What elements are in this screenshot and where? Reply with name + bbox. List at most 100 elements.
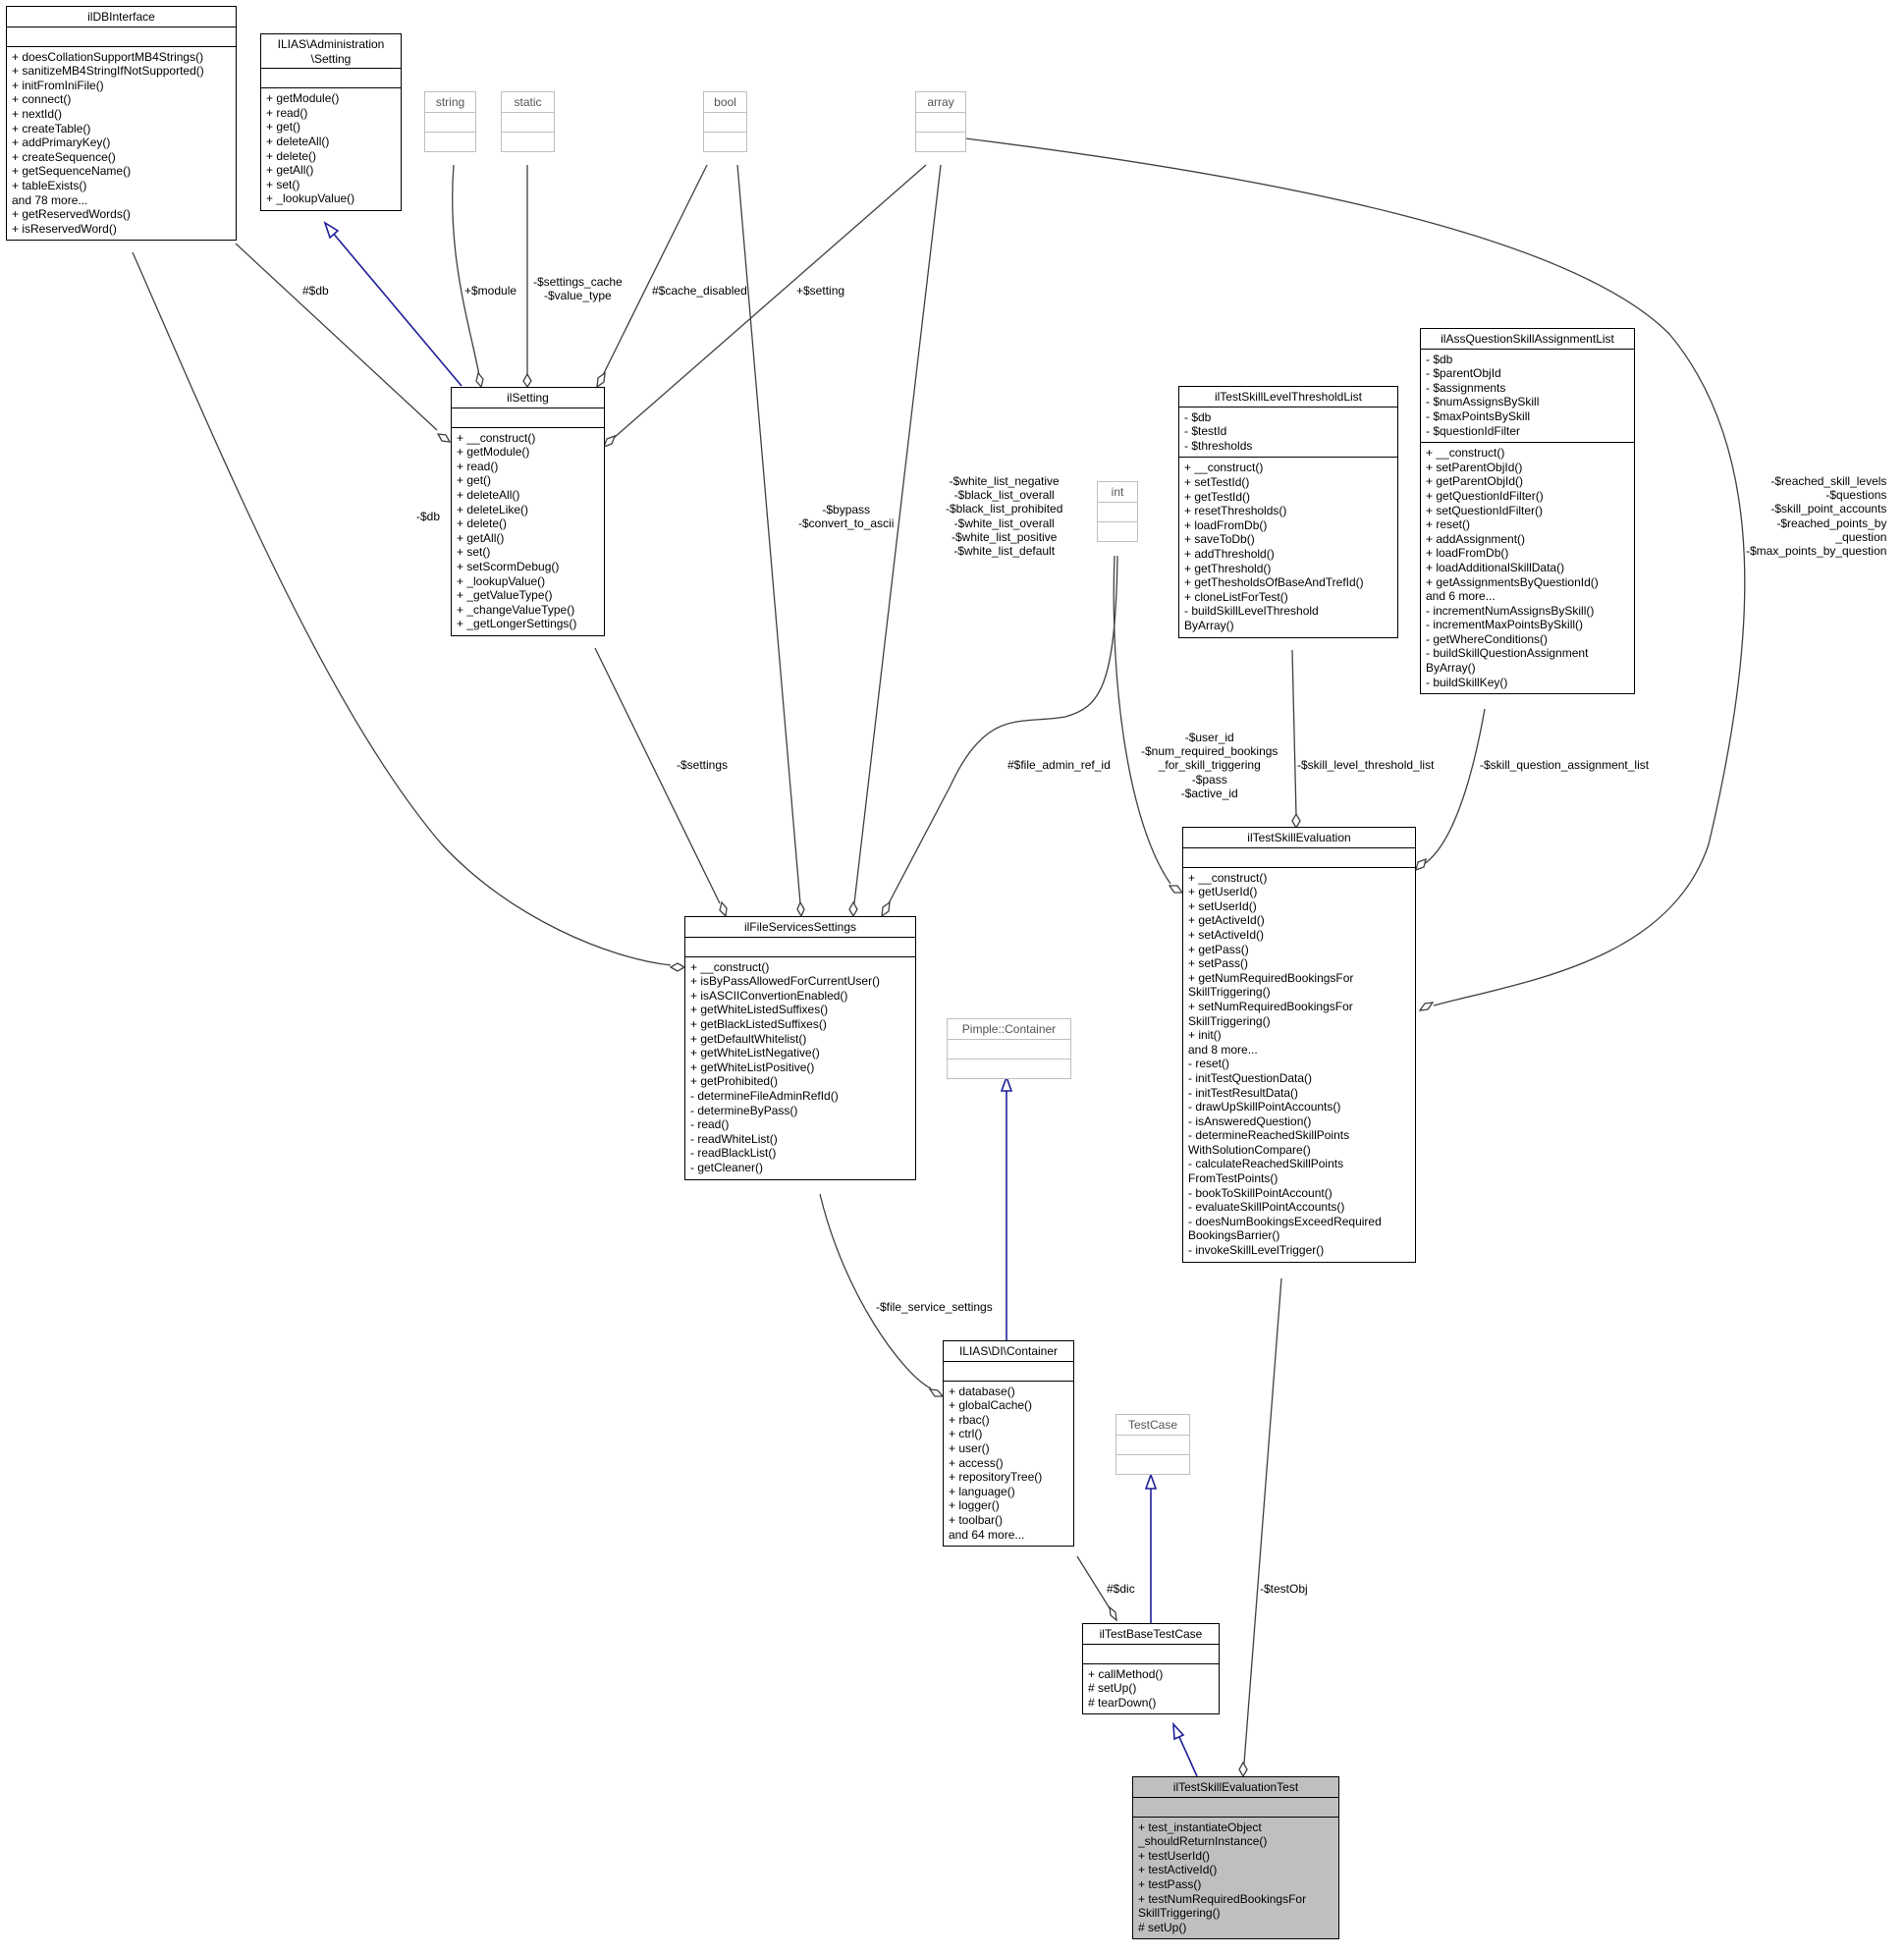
edge-assignment-list-to-skill-evaluation [1423, 708, 1486, 865]
edge-int-to-skill-evaluation [1113, 555, 1171, 885]
class-fileservices-methods: + __construct()+ isByPassAllowedForCurre… [685, 957, 915, 1179]
class-ilassquestionskillassignmentlist[interactable]: ilAssQuestionSkillAssignmentList - $db- … [1420, 328, 1635, 695]
member-line: and 78 more... [12, 192, 88, 207]
member-line: + user() [949, 1440, 990, 1455]
member-line: # setUp() [1138, 1920, 1187, 1934]
class-ilias-administration-setting[interactable]: ILIAS\Administration \Setting + getModul… [260, 33, 402, 211]
class-ildbinterface[interactable]: ilDBInterface + doesCollationSupportMB4S… [6, 6, 237, 242]
member-line: + loadAdditionalSkillData() [1426, 560, 1565, 574]
member-line: + addAssignment() [1426, 531, 1526, 546]
member-line: + getParentObjId() [1426, 474, 1524, 489]
member-line: + resetThresholds() [1184, 504, 1287, 518]
member-line: - determineReachedSkillPoints WithSoluti… [1188, 1128, 1350, 1157]
class-bool[interactable]: bool [703, 91, 747, 152]
member-line: + setTestId() [1184, 474, 1250, 489]
member-line: + set() [266, 177, 300, 191]
diamond-skill-evaluation-threshold [1291, 812, 1301, 830]
member-line: - determineByPass() [690, 1103, 798, 1117]
member-line: + addPrimaryKey() [12, 136, 111, 150]
class-pimple-attributes [948, 1040, 1070, 1060]
diamond-ilsetting-db [436, 433, 452, 443]
member-line: + get() [457, 473, 492, 488]
class-ildbinterface-name: ilDBInterface [7, 7, 236, 27]
member-line: + deleteAll() [457, 487, 520, 502]
member-line: + delete() [457, 516, 508, 531]
diamond-base-test-case-dic [1109, 1605, 1117, 1622]
member-line: + __construct() [457, 430, 536, 445]
member-line: + delete() [266, 148, 317, 163]
edge-label-assignment-list: -$skill_question_assignment_list [1480, 758, 1650, 772]
member-line: - readBlackList() [690, 1146, 777, 1161]
class-threshold-list-attributes: - $db- $testId- $thresholds [1179, 408, 1397, 459]
edge-label-module: +$module [464, 284, 517, 298]
class-pimple-name: Pimple::Container [948, 1019, 1070, 1040]
class-static[interactable]: static [501, 91, 555, 152]
member-line: + getAll() [266, 163, 314, 178]
class-skill-evaluation-attributes [1183, 848, 1415, 868]
class-fileservices-name: ilFileServicesSettings [685, 917, 915, 938]
edge-evaluation-test-inherits-base-test-case [1178, 1736, 1198, 1777]
class-iltestskillevaluation[interactable]: ilTestSkillEvaluation + __construct()+ g… [1182, 827, 1416, 1263]
member-line: + logger() [949, 1498, 1000, 1513]
member-line: + setScormDebug() [457, 559, 560, 573]
class-array[interactable]: array [915, 91, 966, 152]
arrowhead-pimple [1000, 1074, 1013, 1092]
diamond-fileservices-db [669, 962, 686, 972]
member-line: - $questionIdFilter [1426, 423, 1521, 438]
member-line: + setUserId() [1188, 898, 1257, 913]
member-line: + repositoryTree() [949, 1470, 1043, 1485]
member-line: + testPass() [1138, 1876, 1202, 1891]
member-line: + rbac() [949, 1412, 990, 1427]
class-iltestskillevaluationtest[interactable]: ilTestSkillEvaluationTest + test_instant… [1132, 1776, 1339, 1940]
class-iltestskilllevelthresholdlist[interactable]: ilTestSkillLevelThresholdList - $db- $te… [1178, 386, 1398, 638]
edge-label-file-service-settings: -$file_service_settings [876, 1300, 993, 1314]
class-assignment-list-attributes: - $db- $parentObjId- $assignments- $numA… [1421, 350, 1634, 444]
class-admin-setting-name: ILIAS\Administration \Setting [261, 34, 401, 70]
class-ilias-di-container[interactable]: ILIAS\DI\Container + database()+ globalC… [943, 1340, 1074, 1548]
class-pimple-container[interactable]: Pimple::Container [947, 1018, 1071, 1079]
class-evaluation-test-attributes [1133, 1798, 1338, 1818]
member-line: + __construct() [1184, 461, 1264, 475]
diamond-ilsetting-setting [602, 434, 617, 449]
class-testcase[interactable]: TestCase [1115, 1414, 1190, 1475]
member-line: - buildSkillKey() [1426, 675, 1508, 689]
member-line: - getCleaner() [690, 1160, 764, 1174]
member-line: + access() [949, 1455, 1004, 1470]
class-testcase-methods [1116, 1455, 1189, 1474]
member-line: + toolbar() [949, 1512, 1004, 1527]
edge-label-settings-cache: -$settings_cache -$value_type [533, 275, 623, 303]
class-ildbinterface-methods: + doesCollationSupportMB4Strings()+ sani… [7, 47, 236, 241]
member-line: - initTestQuestionData() [1188, 1070, 1313, 1085]
class-ilsetting-methods: + __construct()+ getModule()+ read()+ ge… [452, 428, 604, 635]
member-line: + globalCache() [949, 1398, 1033, 1413]
class-skill-evaluation-methods: + __construct()+ getUserId()+ setUserId(… [1183, 868, 1415, 1262]
edge-ilsetting-inherits-admin-setting [331, 231, 462, 387]
member-line: - $maxPointsBySkill [1426, 408, 1531, 423]
member-line: + __construct() [1188, 870, 1268, 885]
class-string-methods [425, 133, 475, 151]
class-bool-methods [704, 133, 746, 151]
member-line: # tearDown() [1088, 1695, 1157, 1710]
edge-label-setting: +$setting [796, 284, 845, 298]
member-line: + tableExists() [12, 178, 87, 192]
class-ilfileservicessettings[interactable]: ilFileServicesSettings + __construct()+ … [684, 916, 916, 1180]
class-ilsetting-name: ilSetting [452, 388, 604, 408]
member-line: + getActiveId() [1188, 913, 1265, 928]
class-array-attributes [916, 113, 965, 133]
member-line: + nextId() [12, 106, 63, 121]
class-iltestbasetestcase[interactable]: ilTestBaseTestCase + callMethod()# setUp… [1082, 1623, 1220, 1715]
class-int[interactable]: int [1097, 481, 1138, 542]
member-line: + __construct() [690, 959, 770, 974]
class-string[interactable]: string [424, 91, 476, 152]
member-line: - getWhereConditions() [1426, 631, 1549, 646]
edge-label-white-list: -$white_list_negative -$black_list_overa… [946, 474, 1063, 559]
class-ilsetting[interactable]: ilSetting + __construct()+ getModule()+ … [451, 387, 605, 636]
edge-label-reached: -$reached_skill_levels -$questions -$ski… [1746, 474, 1887, 559]
class-int-name: int [1098, 482, 1137, 503]
class-admin-setting-attributes [261, 69, 401, 89]
class-string-attributes [425, 113, 475, 133]
class-threshold-list-name: ilTestSkillLevelThresholdList [1179, 387, 1397, 408]
member-line: + getAssignmentsByQuestionId() [1426, 574, 1599, 589]
